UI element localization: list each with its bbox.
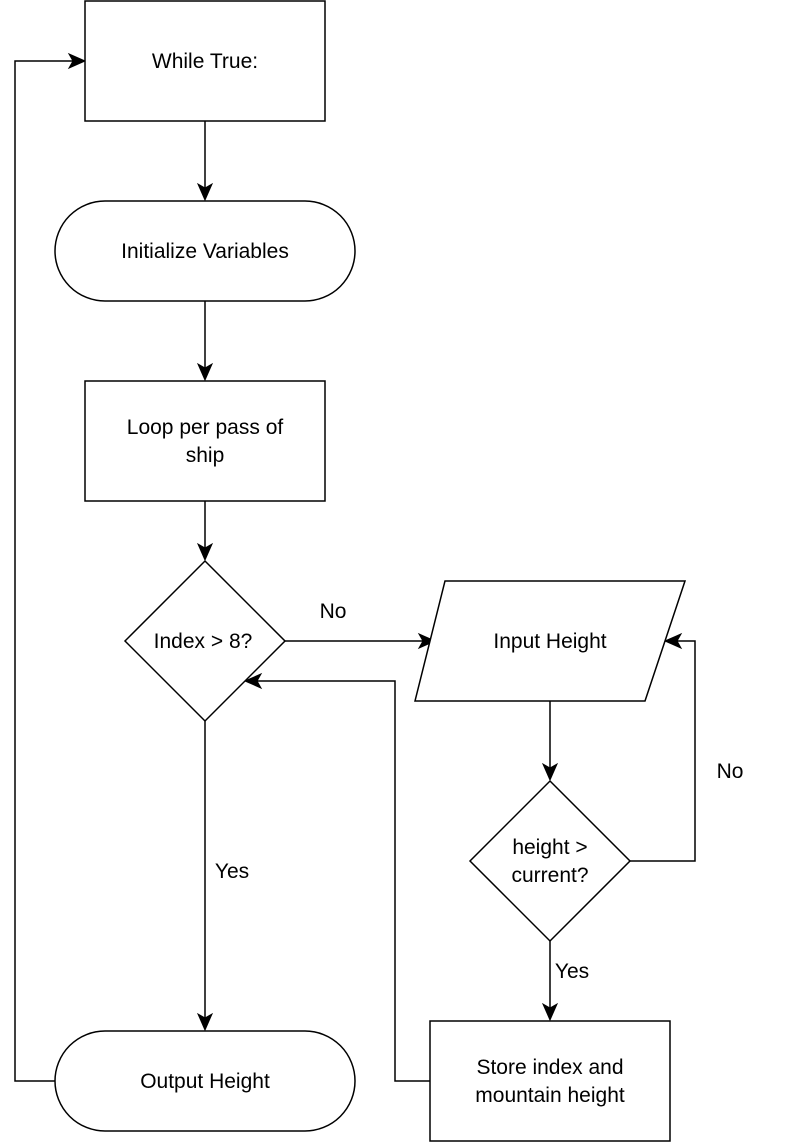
node-height-check-line2: current? — [511, 864, 588, 887]
node-store-index-line2: mountain height — [475, 1084, 625, 1107]
node-height-check-line1: height > — [512, 836, 587, 859]
edge-label-index-yes: Yes — [215, 860, 249, 883]
edge-label-index-no: No — [320, 600, 347, 623]
edge-init-to-loop — [196, 301, 214, 382]
node-output-height-label: Output Height — [140, 1070, 270, 1093]
node-loop-per-pass-line1: Loop per pass of — [127, 416, 284, 439]
node-height-check: height > current? — [468, 779, 632, 943]
edge-output-to-while — [14, 52, 87, 1082]
edge-label-height-no: No — [717, 760, 744, 783]
edge-while-to-init — [196, 121, 214, 202]
node-index-check-label: Index > 8? — [154, 630, 253, 653]
node-while-true: While True: — [84, 0, 326, 122]
node-input-height: Input Height — [414, 580, 687, 702]
edge-label-height-yes: Yes — [555, 960, 589, 983]
node-input-height-label: Input Height — [493, 630, 606, 653]
edge-index-yes — [196, 721, 214, 1032]
node-store-index: Store index and mountain height — [429, 1020, 671, 1142]
edge-loop-to-index — [196, 501, 214, 562]
edge-height-yes — [541, 941, 559, 1022]
node-loop-per-pass: Loop per pass of ship — [84, 380, 326, 502]
node-initialize-variables: Initialize Variables — [54, 200, 356, 302]
node-store-index-line1: Store index and — [476, 1056, 623, 1079]
node-initialize-variables-label: Initialize Variables — [121, 240, 289, 263]
node-loop-per-pass-line2: ship — [186, 444, 225, 467]
node-output-height: Output Height — [54, 1030, 356, 1132]
node-while-true-label: While True: — [152, 50, 258, 73]
edge-store-to-index — [243, 672, 430, 1082]
edge-input-to-height-check — [541, 701, 559, 782]
node-index-check: Index > 8? — [123, 559, 287, 723]
edge-index-no — [285, 632, 437, 650]
edge-height-no — [630, 632, 696, 862]
